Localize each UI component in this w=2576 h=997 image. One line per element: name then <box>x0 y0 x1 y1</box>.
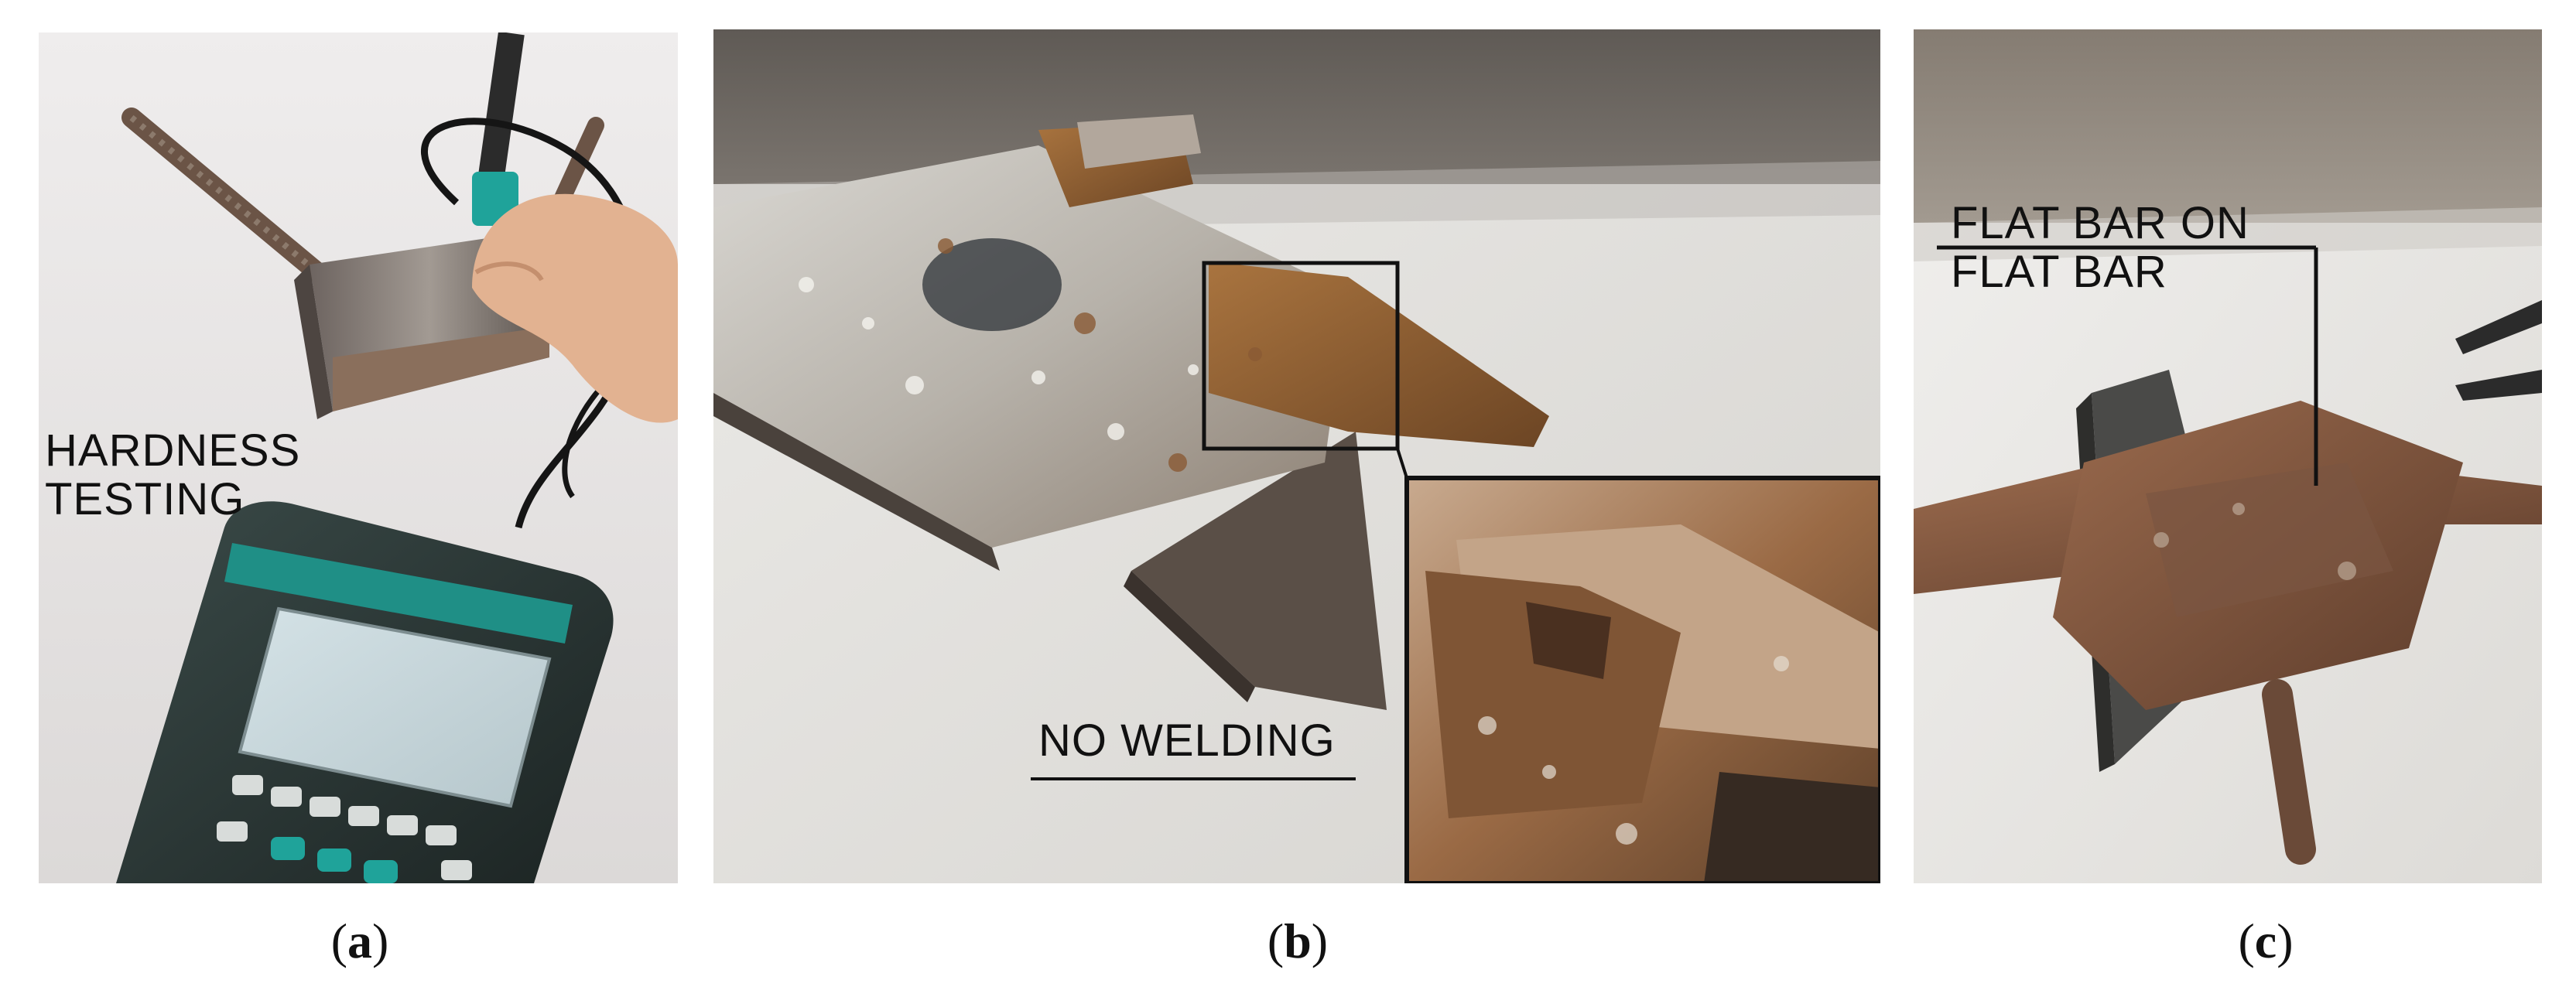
photo-panel-c: FLAT BAR ON FLAT BAR <box>1914 29 2542 883</box>
flat-bar-on-flat-bar-label: FLAT BAR ON FLAT BAR <box>1951 198 2249 297</box>
caption-a: (a) <box>282 913 437 970</box>
caption-a-open: ( <box>330 913 347 968</box>
photo-panel-b: NO WELDING <box>713 29 1880 883</box>
flat-bar-photo <box>1914 29 2542 883</box>
no-welding-label: NO WELDING <box>1038 715 1336 766</box>
caption-c-open: ( <box>2238 913 2255 968</box>
caption-b-close: ) <box>1311 913 1329 968</box>
caption-a-letter: a <box>347 913 372 968</box>
caption-c-close: ) <box>2277 913 2294 968</box>
caption-a-close: ) <box>372 913 389 968</box>
hardness-testing-photo <box>39 32 678 883</box>
zoom-inset <box>1404 476 1880 883</box>
no-welding-leader-line <box>1031 777 1356 780</box>
no-welding-photo <box>713 29 1880 883</box>
photo-panel-a: HARDNESS TESTING <box>39 32 678 883</box>
caption-b-open: ( <box>1267 913 1285 968</box>
caption-b: (b) <box>1220 913 1375 970</box>
caption-c-letter: c <box>2254 913 2277 968</box>
caption-c: (c) <box>2188 913 2343 970</box>
hardness-testing-label: HARDNESS TESTING <box>45 425 301 524</box>
caption-b-letter: b <box>1284 913 1312 968</box>
